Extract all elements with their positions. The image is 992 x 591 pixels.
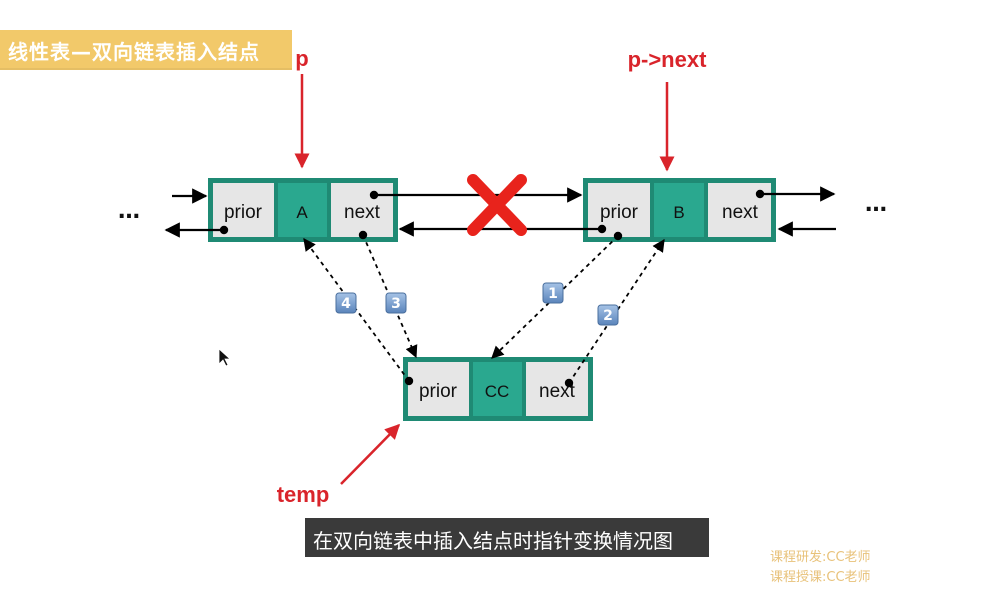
- node-a-next-cell: [331, 183, 393, 237]
- node-b-data-label: B: [673, 203, 684, 222]
- label-temp-arrow: [340, 423, 401, 485]
- page-title: 线性表—双向链表插入结点: [8, 40, 260, 64]
- step-1-arrow: [491, 235, 619, 359]
- node-cc-next-cell: [526, 362, 588, 416]
- b-prior-dot: [597, 224, 607, 234]
- step-badge-1: 1: [542, 282, 564, 304]
- solid-pointers: [164, 186, 836, 238]
- label-p: p: [295, 46, 308, 71]
- title-banner: [0, 30, 292, 70]
- step-badge-4-label: 4: [341, 296, 351, 312]
- node-a-data-label: A: [296, 203, 308, 222]
- node-b: prior B next: [583, 178, 776, 242]
- ellipsis-right: …: [865, 192, 887, 217]
- credit-line-1: 课程研发:CC老师: [770, 550, 871, 565]
- node-cc-prior-label: prior: [419, 381, 458, 402]
- node-b-prior-label: prior: [600, 202, 639, 223]
- node-b-next-label: next: [722, 202, 759, 223]
- step-badge-3: 3: [385, 292, 407, 314]
- a-prior-dot: [219, 225, 229, 235]
- label-temp: temp: [277, 482, 330, 507]
- node-a-data-cell: [278, 183, 327, 237]
- ellipsis-left: …: [118, 199, 140, 224]
- caption: 在双向链表中插入结点时指针变换情况图: [313, 529, 673, 553]
- node-cc-data-label: CC: [485, 382, 510, 401]
- node-a-prior-label: prior: [224, 202, 263, 223]
- node-a-next-label: next: [344, 202, 381, 223]
- step-badge-4: 4: [335, 292, 357, 314]
- a-next-dot: [369, 190, 379, 200]
- b-next-dot: [755, 189, 765, 199]
- step-badge-2-label: 2: [603, 308, 613, 324]
- mouse-cursor-icon: [218, 348, 232, 367]
- step-badge-3-label: 3: [391, 296, 401, 312]
- node-b-data-cell: [654, 183, 704, 237]
- step-badge-1-label: 1: [548, 286, 558, 302]
- label-p-next: p->next: [628, 47, 708, 72]
- caption-box: [305, 518, 709, 557]
- broken-link-x-icon: [467, 174, 527, 236]
- pointer-labels: p p->next temp: [277, 46, 707, 507]
- node-cc-prior-cell: [408, 362, 469, 416]
- node-cc: prior CC next: [403, 357, 593, 421]
- node-cc-data-cell: [473, 362, 522, 416]
- credit-line-2: 课程授课:CC老师: [770, 570, 871, 585]
- node-a: prior A next: [208, 178, 398, 242]
- step-badge-2: 2: [597, 304, 619, 326]
